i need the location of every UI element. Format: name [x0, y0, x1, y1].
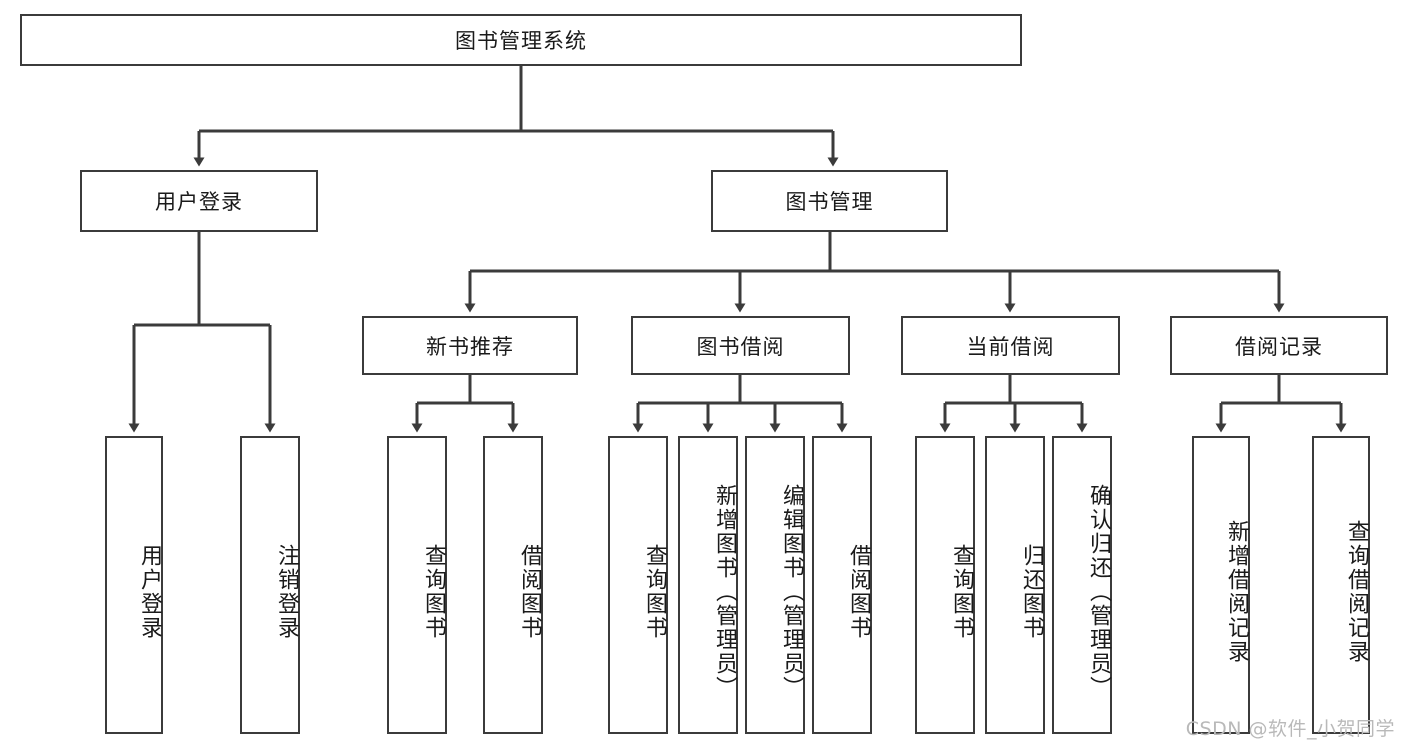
leaf-edit-book-admin-label: 编辑图书（管理员） — [779, 484, 804, 700]
watermark: CSDN @软件_小贺同学 — [1185, 718, 1395, 740]
node-book-management[interactable]: 图书管理 — [711, 170, 948, 232]
leaf-borrow-book-recommend-label: 借阅图书 — [517, 544, 542, 640]
node-user-login-label: 用户登录 — [155, 190, 243, 214]
leaf-return-book[interactable]: 归还图书 — [985, 436, 1045, 734]
leaf-add-borrow-record-label: 新增借阅记录 — [1224, 520, 1249, 664]
leaf-logout[interactable]: 注销登录 — [240, 436, 300, 734]
node-new-book-recommend-label: 新书推荐 — [426, 334, 514, 359]
node-book-management-label: 图书管理 — [785, 190, 874, 214]
leaf-query-book-borrow[interactable]: 查询图书 — [608, 436, 668, 734]
leaf-confirm-return-admin-label: 确认归还（管理员） — [1086, 484, 1111, 700]
node-book-borrow-label: 图书借阅 — [696, 334, 785, 359]
leaf-add-book-admin-label: 新增图书（管理员） — [712, 484, 737, 700]
leaf-query-book-borrow-label: 查询图书 — [642, 544, 667, 640]
leaf-query-borrow-record[interactable]: 查询借阅记录 — [1312, 436, 1370, 734]
leaf-query-book-recommend-label: 查询图书 — [421, 544, 446, 640]
node-borrow-record-label: 借阅记录 — [1235, 334, 1323, 359]
node-book-borrow[interactable]: 图书借阅 — [631, 316, 850, 375]
leaf-user-login-label: 用户登录 — [137, 544, 162, 640]
leaf-query-book-recommend[interactable]: 查询图书 — [387, 436, 447, 734]
leaf-logout-label: 注销登录 — [274, 544, 299, 640]
node-user-login[interactable]: 用户登录 — [80, 170, 318, 232]
node-borrow-record[interactable]: 借阅记录 — [1170, 316, 1388, 375]
node-new-book-recommend[interactable]: 新书推荐 — [362, 316, 578, 375]
leaf-user-login[interactable]: 用户登录 — [105, 436, 163, 734]
leaf-borrow-book[interactable]: 借阅图书 — [812, 436, 872, 734]
leaf-add-borrow-record[interactable]: 新增借阅记录 — [1192, 436, 1250, 734]
leaf-query-book-current[interactable]: 查询图书 — [915, 436, 975, 734]
leaf-confirm-return-admin[interactable]: 确认归还（管理员） — [1052, 436, 1112, 734]
node-root-label: 图书管理系统 — [455, 29, 587, 53]
leaf-add-book-admin[interactable]: 新增图书（管理员） — [678, 436, 738, 734]
leaf-query-borrow-record-label: 查询借阅记录 — [1344, 520, 1369, 664]
node-current-borrow[interactable]: 当前借阅 — [901, 316, 1120, 375]
node-current-borrow-label: 当前借阅 — [966, 334, 1055, 359]
leaf-query-book-current-label: 查询图书 — [949, 544, 974, 640]
node-root[interactable]: 图书管理系统 — [20, 14, 1022, 66]
leaf-return-book-label: 归还图书 — [1019, 544, 1044, 640]
leaf-edit-book-admin[interactable]: 编辑图书（管理员） — [745, 436, 805, 734]
leaf-borrow-book-label: 借阅图书 — [846, 544, 871, 640]
leaf-borrow-book-recommend[interactable]: 借阅图书 — [483, 436, 543, 734]
